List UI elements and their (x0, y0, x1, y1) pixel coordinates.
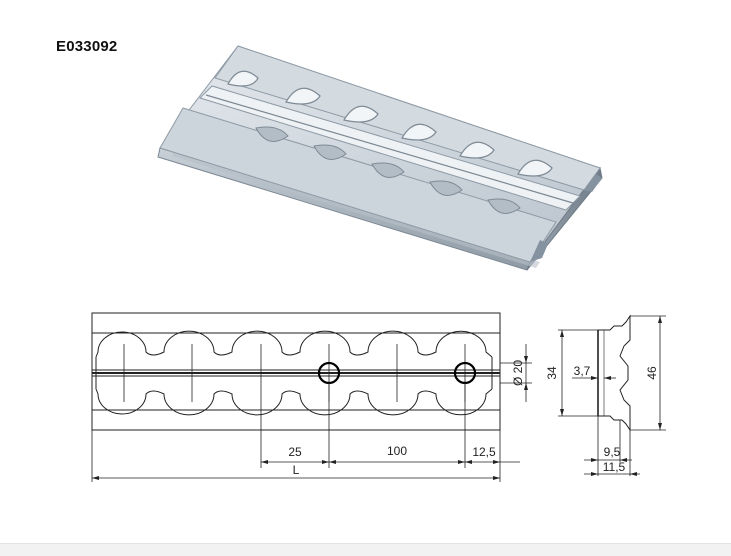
dimension-arrowheads (92, 356, 528, 480)
top-view-dimension-lines (91, 344, 532, 482)
dim-length: L (293, 463, 300, 477)
dim-spacing-first: 25 (288, 445, 302, 459)
rail-top-view (91, 312, 501, 431)
dim-total-width: 11,5 (603, 460, 626, 474)
dim-inner-height: 34 (545, 366, 559, 380)
rail-3d-render (157, 45, 603, 271)
dim-slot-width: 3,7 (574, 364, 591, 378)
part-code: E033092 (56, 38, 118, 55)
dim-pitch: 100 (387, 444, 407, 458)
bottom-strip (0, 543, 731, 556)
dim-hole-diameter: Ø 20 (511, 360, 525, 386)
rail-side-profile (597, 314, 631, 432)
side-profile-arrowheads (560, 316, 662, 476)
dim-end-offset: 12,5 (472, 445, 496, 459)
dim-base-width: 9,5 (604, 445, 621, 459)
dim-outer-height: 46 (645, 366, 659, 380)
